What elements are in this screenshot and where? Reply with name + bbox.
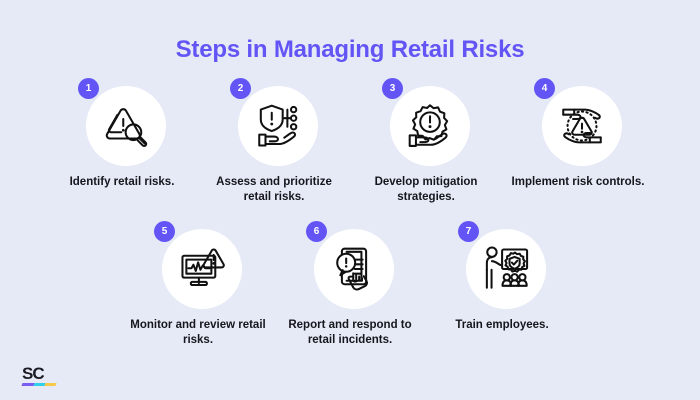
step-number-badge: 1 — [78, 78, 99, 99]
steps-row-2: 5 — [0, 221, 700, 348]
page-title: Steps in Managing Retail Risks — [175, 36, 525, 63]
brand-logo: SC — [21, 364, 58, 386]
monitor-chart-warning-icon — [177, 244, 227, 294]
step-caption: Implement risk controls. — [511, 176, 645, 188]
step-icon-circle — [390, 86, 470, 166]
step-number-badge: 4 — [534, 78, 555, 99]
shield-alert-hand-priority-icon — [253, 101, 303, 151]
step-icon-wrap: 4 — [534, 78, 622, 166]
logo-color-bar — [21, 383, 57, 386]
step-icon-circle — [314, 229, 394, 309]
warning-triangle-magnifier-icon — [101, 101, 151, 151]
step-icon-wrap: 6 — [306, 221, 394, 309]
step-number-badge: 3 — [382, 78, 403, 99]
step-icon-wrap: 7 — [458, 221, 546, 309]
hands-protecting-warning-icon — [557, 101, 607, 151]
step-item[interactable]: 5 — [122, 221, 274, 348]
step-caption: Monitor and review retail risks. — [130, 319, 266, 346]
step-item[interactable]: 2 — [198, 78, 350, 205]
step-caption: Assess and prioritize retail risks. — [216, 176, 332, 203]
step-icon-circle — [162, 229, 242, 309]
logo-bar-segment-yellow — [44, 383, 57, 386]
step-icon-wrap: 1 — [78, 78, 166, 166]
step-item[interactable]: 6 — [274, 221, 426, 348]
step-item[interactable]: 7 — [426, 221, 578, 333]
step-caption: Report and respond to retail incidents. — [288, 319, 412, 346]
step-item[interactable]: 3 — [350, 78, 502, 205]
gear-alert-hand-icon — [405, 101, 455, 151]
step-item[interactable]: 4 — [502, 78, 654, 190]
step-icon-circle — [466, 229, 546, 309]
trainer-board-audience-icon — [481, 244, 531, 294]
step-number-badge: 5 — [154, 221, 175, 242]
steps-row-1: 1 — [0, 78, 700, 205]
step-caption: Identify retail risks. — [69, 176, 175, 188]
step-icon-circle — [542, 86, 622, 166]
step-icon-wrap: 5 — [154, 221, 242, 309]
step-number-badge: 2 — [230, 78, 251, 99]
step-icon-wrap: 2 — [230, 78, 318, 166]
step-icon-circle — [238, 86, 318, 166]
step-caption: Develop mitigation strategies. — [374, 176, 478, 203]
step-icon-circle — [86, 86, 166, 166]
steps-container: 1 — [0, 78, 700, 348]
step-caption: Train employees. — [455, 319, 549, 331]
logo-text: SC — [22, 364, 45, 383]
step-number-badge: 7 — [458, 221, 479, 242]
document-alert-hand-tap-icon — [329, 244, 379, 294]
step-number-badge: 6 — [306, 221, 327, 242]
step-item[interactable]: 1 — [46, 78, 198, 190]
step-icon-wrap: 3 — [382, 78, 470, 166]
